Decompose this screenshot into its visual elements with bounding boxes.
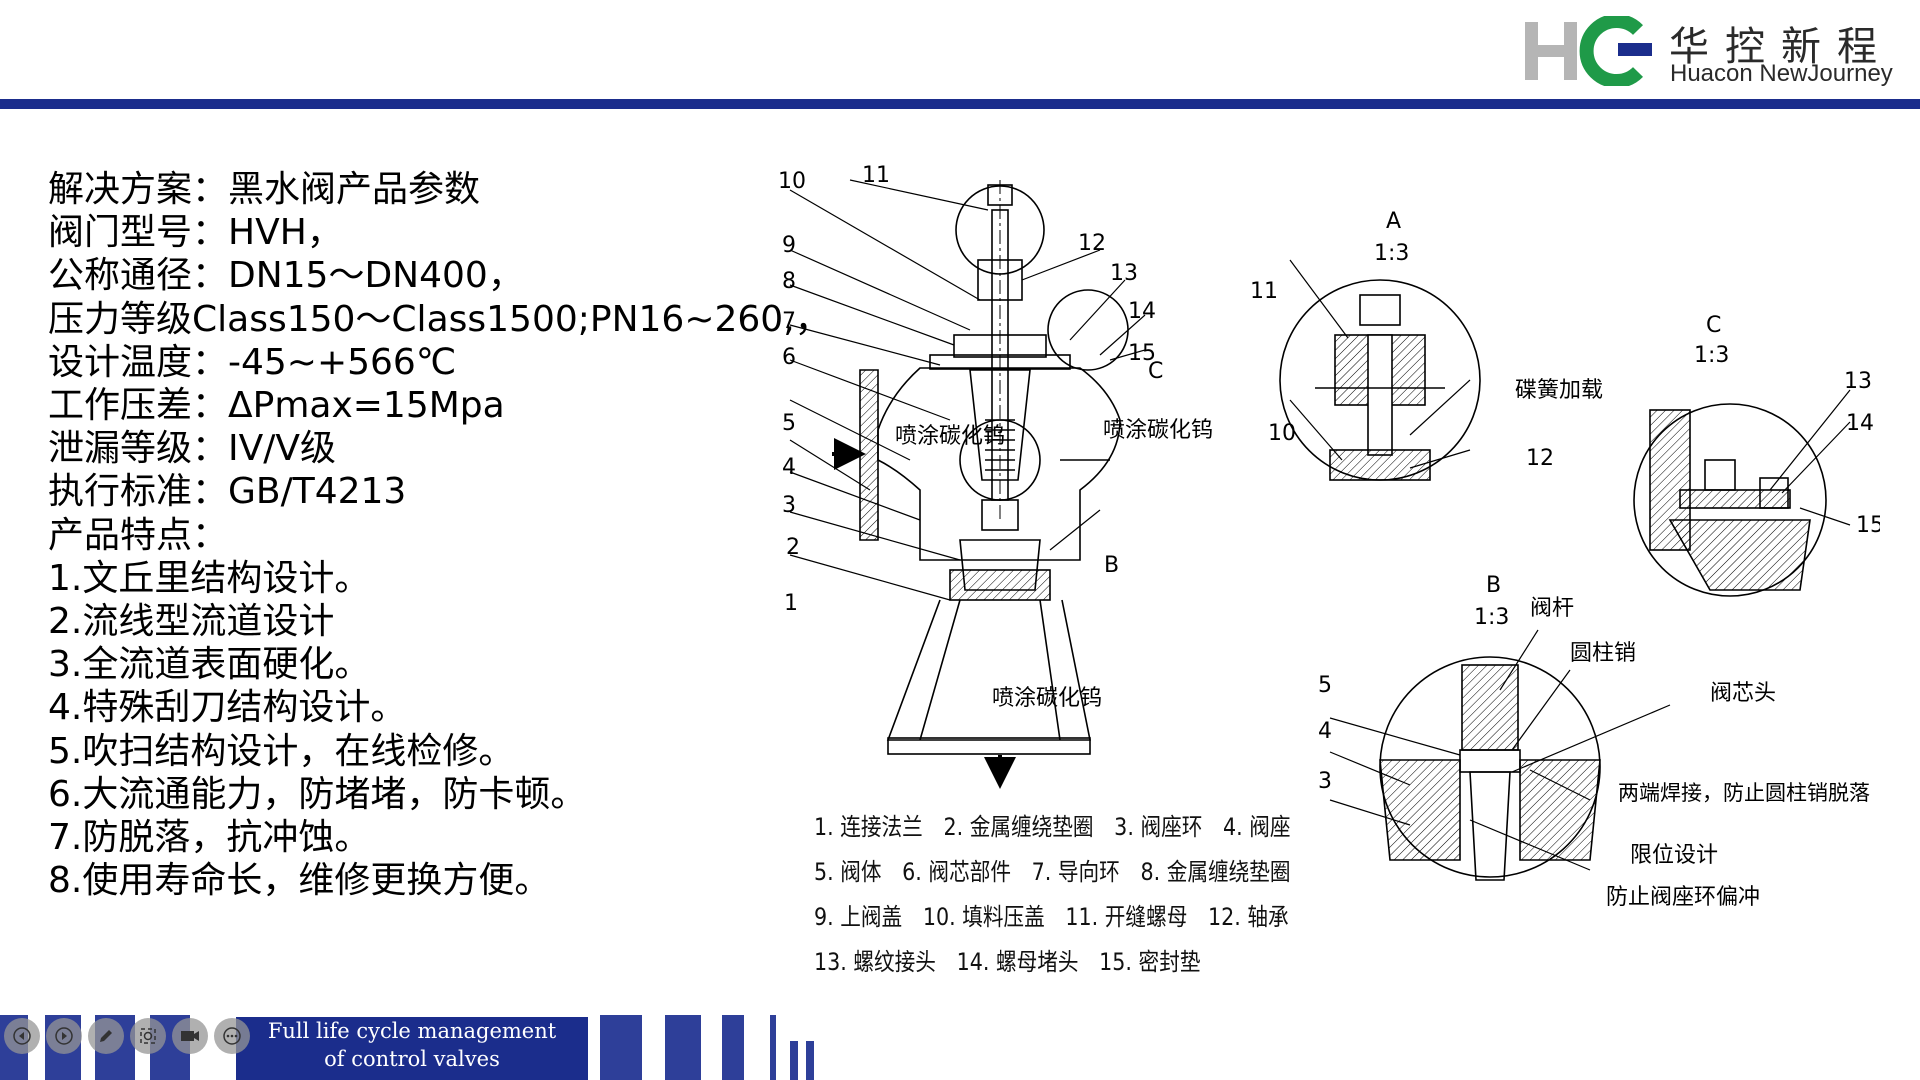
pen-button[interactable] — [88, 1018, 124, 1054]
param-line: 执行标准：GB/T4213 — [48, 471, 407, 513]
param-line: 压力等级Class150～Class1500;PN16~260,， — [48, 298, 831, 340]
feature-line: 2.流线型流道设计 — [48, 601, 335, 643]
detail-b-marker: B — [1104, 553, 1119, 578]
detail-b-label: 阀杆 — [1530, 596, 1574, 621]
part-number-label: 4 — [782, 455, 796, 480]
detail-a-title: A — [1386, 209, 1401, 234]
param-line: 解决方案：黑水阀产品参数 — [48, 169, 481, 210]
strip-bar — [806, 1041, 814, 1080]
detail-c-label: 15 — [1856, 513, 1880, 538]
slogan-banner: Full life cycle management of control va… — [236, 1017, 588, 1080]
detail-b-label: 4 — [1318, 719, 1332, 744]
detail-c-title: C — [1706, 313, 1721, 338]
next-slide-button[interactable] — [46, 1018, 82, 1054]
part-number-label: 10 — [778, 169, 806, 194]
detail-c-label: 13 — [1844, 369, 1872, 394]
part-number-label: 15 — [1128, 341, 1156, 366]
detail-b-scale: 1:3 — [1474, 605, 1509, 630]
strip-bar — [770, 1015, 776, 1080]
part-number-label: 3 — [782, 493, 796, 518]
detail-b-label: 限位设计 — [1630, 843, 1718, 868]
param-line: 公称通径：DN15～DN400， — [48, 255, 524, 297]
part-number-label: 12 — [1078, 231, 1106, 256]
detail-a-label: 碟簧加载 — [1515, 378, 1603, 403]
brand-name-en: Huacon NewJourney — [1670, 60, 1893, 87]
company-logo: 华控新程 Huacon NewJourney — [1520, 14, 1900, 94]
part-number-label: 7 — [782, 309, 796, 334]
feature-line: 3.全流道表面硬化。 — [48, 644, 371, 686]
zoom-button[interactable] — [130, 1018, 166, 1054]
part-number-label: 1 — [784, 591, 798, 616]
zoom-icon — [140, 1028, 156, 1044]
param-line: 产品特点： — [48, 514, 229, 556]
detail-c-label: 14 — [1846, 411, 1874, 436]
part-number-label: 14 — [1128, 299, 1156, 324]
prev-slide-button[interactable] — [4, 1018, 40, 1054]
next-icon — [55, 1027, 73, 1045]
detail-b-title: B — [1486, 573, 1501, 598]
detail-c-scale: 1:3 — [1694, 343, 1729, 368]
part-number-label: 2 — [786, 535, 800, 560]
feature-line: 7.防脱落，抗冲蚀。 — [48, 817, 371, 859]
drawing-canvas: 10 11 9 12 8 13 14 7 15 C 6 5 4 3 2 B 1 … — [778, 163, 1880, 910]
strip-bar — [790, 1041, 798, 1080]
parts-legend: 1. 连接法兰 2. 金属缠绕垫圈 3. 阀座环 4. 阀座 5. 阀体 6. … — [814, 805, 1291, 985]
product-parameters: 解决方案：黑水阀产品参数 阀门型号：HVH， 公称通径：DN15～DN400， … — [48, 168, 831, 902]
part-number-label: 9 — [782, 233, 796, 258]
detail-b-label: 3 — [1318, 769, 1332, 794]
param-line: 阀门型号：HVH， — [48, 212, 343, 254]
feature-line: 5.吹扫结构设计，在线检修。 — [48, 730, 515, 772]
detail-b-label: 两端焊接，防止圆柱销脱落 — [1618, 781, 1870, 805]
detail-b-label: 圆柱销 — [1570, 641, 1636, 666]
slogan-line-1: Full life cycle management — [267, 1019, 557, 1043]
detail-a-label: 10 — [1268, 421, 1296, 446]
detail-a-scale: 1:3 — [1374, 241, 1409, 266]
valve-technical-drawing: 10 11 9 12 8 13 14 7 15 C 6 5 4 3 2 B 1 … — [770, 160, 1880, 990]
coating-label: 喷涂碳化钨 — [895, 424, 1005, 449]
prev-icon — [13, 1027, 31, 1045]
param-line: 工作压差：ΔPmax=15Mpa — [48, 385, 505, 427]
coating-label: 喷涂碳化钨 — [1103, 418, 1213, 443]
part-number-label: 11 — [862, 163, 890, 188]
param-line: 泄漏等级：IV/V级 — [48, 428, 337, 470]
coating-label: 喷涂碳化钨 — [992, 686, 1102, 711]
part-number-label: 8 — [782, 269, 796, 294]
camera-icon — [181, 1031, 199, 1041]
part-number-label: 5 — [782, 411, 796, 436]
detail-b-label: 阀芯头 — [1710, 681, 1776, 706]
more-options-button[interactable] — [214, 1018, 250, 1054]
legend-row: 1. 连接法兰 2. 金属缠绕垫圈 3. 阀座环 4. 阀座 — [814, 813, 1291, 841]
brand-name-cn: 华控新程 — [1669, 24, 1893, 70]
feature-line: 6.大流通能力，防堵堵，防卡顿。 — [48, 773, 587, 815]
part-number-label: 13 — [1110, 261, 1138, 286]
detail-b-label: 5 — [1318, 673, 1332, 698]
pen-icon — [100, 1030, 112, 1042]
strip-bar — [600, 1015, 642, 1080]
feature-line: 1.文丘里结构设计。 — [48, 557, 371, 599]
slogan-line-2: of control valves — [324, 1047, 500, 1071]
strip-bar — [665, 1015, 701, 1080]
more-icon — [223, 1027, 241, 1045]
detail-a-label: 11 — [1250, 279, 1278, 304]
legend-row: 13. 螺纹接头 14. 螺母堵头 15. 密封垫 — [814, 948, 1201, 976]
feature-line: 8.使用寿命长，维修更换方便。 — [48, 860, 551, 902]
feature-line: 4.特殊刮刀结构设计。 — [48, 687, 407, 729]
legend-row: 9. 上阀盖 10. 填料压盖 11. 开缝螺母 12. 轴承 — [814, 903, 1289, 931]
legend-row: 5. 阀体 6. 阀芯部件 7. 导向环 8. 金属缠绕垫圈 — [814, 858, 1291, 886]
camera-button[interactable] — [172, 1018, 208, 1054]
strip-bar — [722, 1015, 744, 1080]
part-number-label: 6 — [782, 345, 796, 370]
detail-b-label: 防止阀座环偏冲 — [1606, 885, 1760, 910]
param-line: 设计温度：-45~+566℃ — [48, 341, 457, 383]
logo-mark — [1525, 16, 1652, 86]
presentation-toolbar — [4, 1018, 250, 1054]
detail-c-marker: C — [1148, 359, 1163, 384]
detail-a-label: 12 — [1526, 446, 1554, 471]
header-divider — [0, 99, 1920, 109]
